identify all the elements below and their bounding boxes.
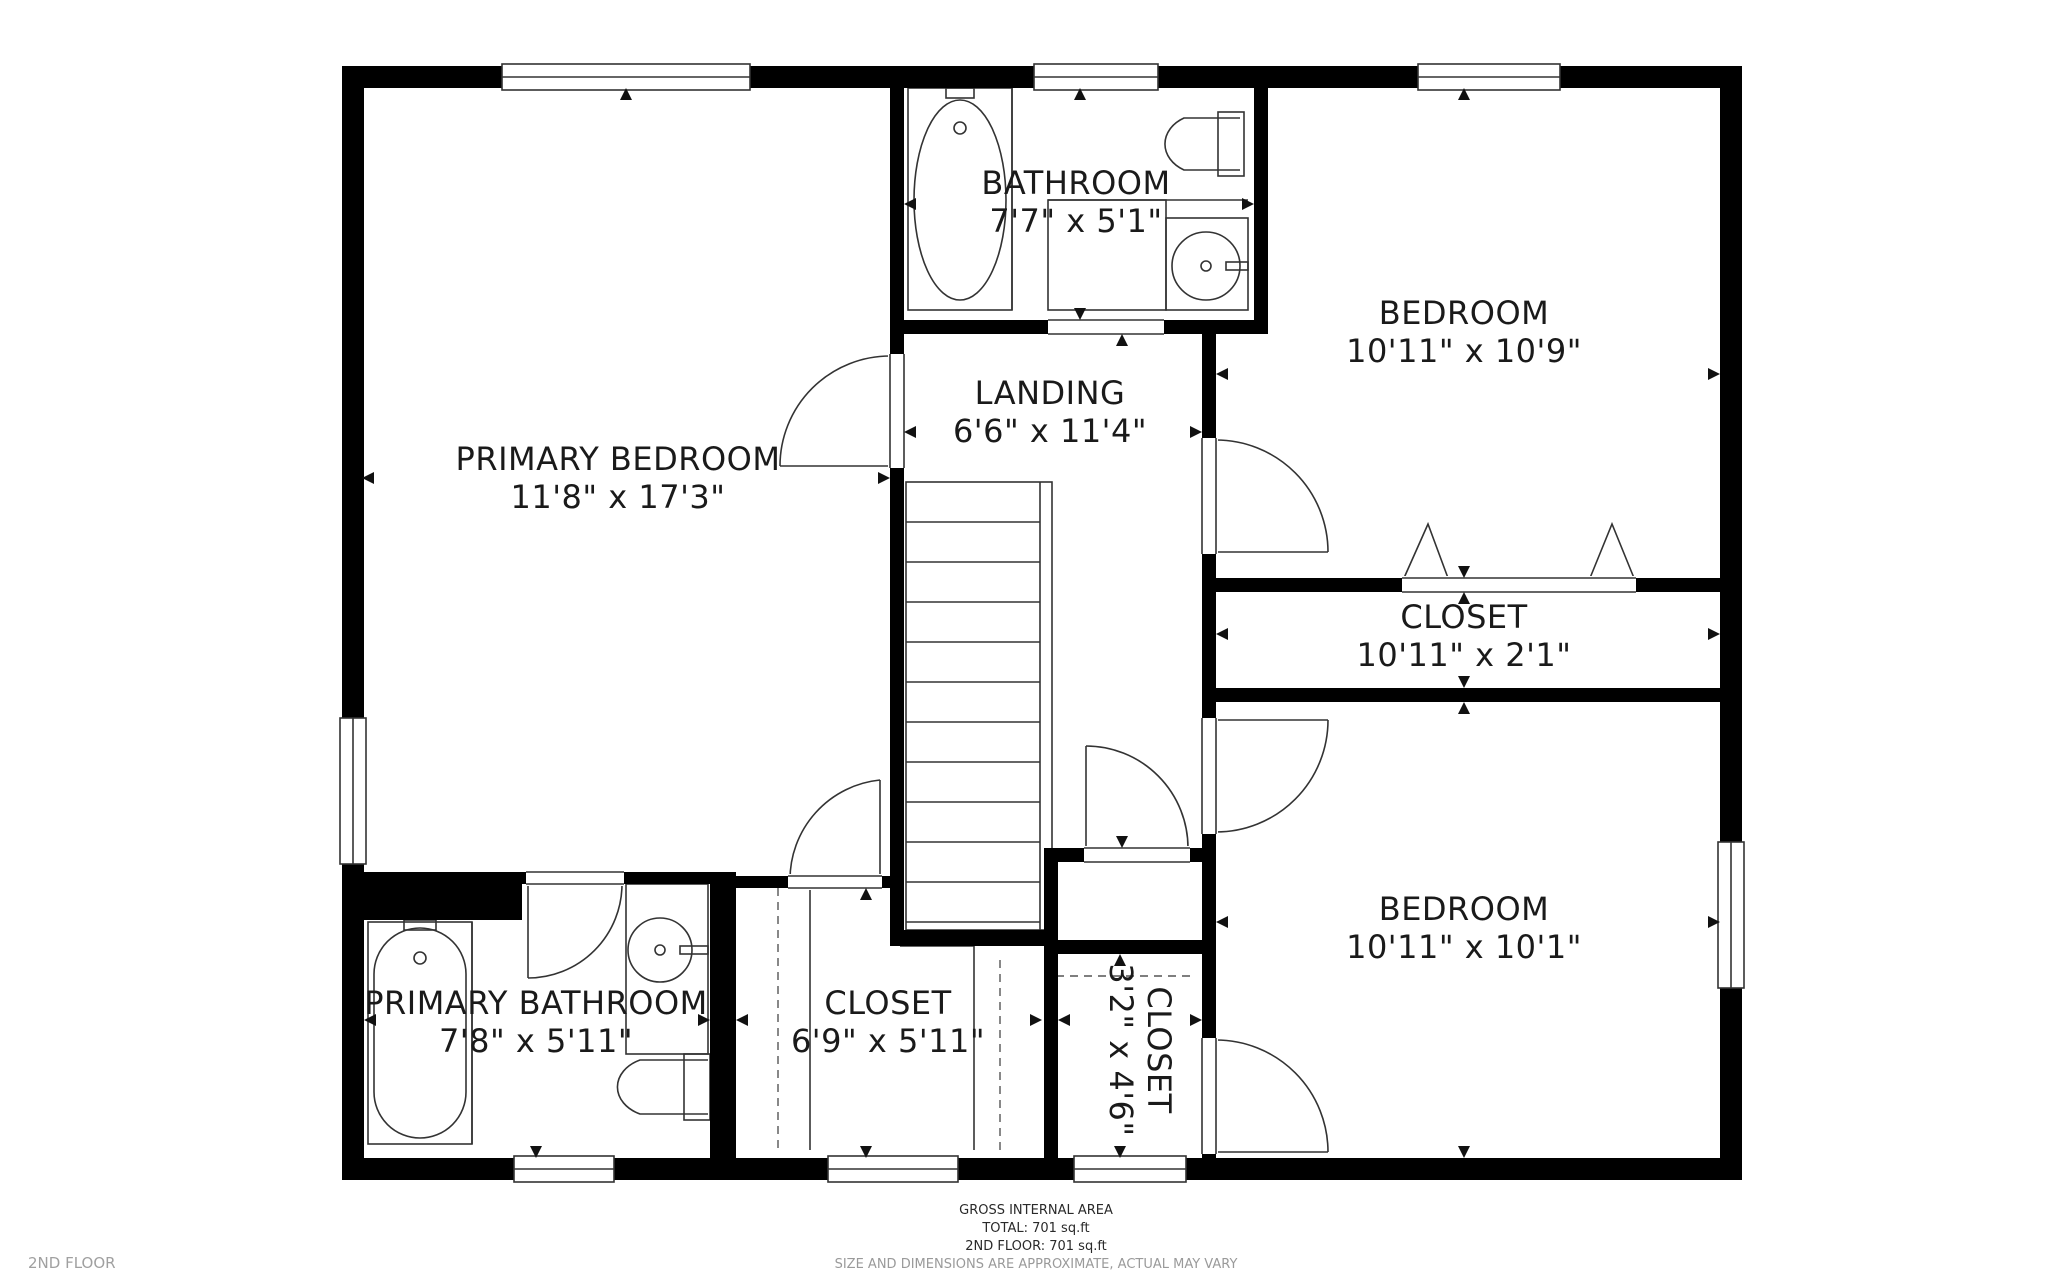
- dimension-arrow: [362, 472, 374, 484]
- room-dims-bedroom-upper: 10'11" x 10'9": [1346, 332, 1582, 370]
- dimension-arrow: [1458, 88, 1470, 100]
- dimension-arrow: [1216, 916, 1228, 928]
- area-total: TOTAL: 701 sq.ft: [981, 1221, 1089, 1236]
- windows: [339, 63, 1745, 1183]
- area-floor: 2ND FLOOR: 701 sq.ft: [965, 1239, 1107, 1254]
- dimension-arrow: [1242, 198, 1254, 210]
- room-label-primary-bedroom: PRIMARY BEDROOM: [456, 440, 781, 478]
- room-label-bedroom-lower: BEDROOM: [1379, 890, 1550, 928]
- dimension-arrow: [1216, 628, 1228, 640]
- dimension-arrow: [904, 426, 916, 438]
- dimension-arrow: [1030, 1014, 1042, 1026]
- dimension-arrow: [1458, 566, 1470, 578]
- room-label-bathroom: BATHROOM: [981, 164, 1170, 202]
- room-dims-bathroom: 7'7" x 5'1": [989, 202, 1162, 240]
- room-dims-closet-wide: 10'11" x 2'1": [1357, 636, 1572, 674]
- room-dims-closet-mid: 6'9" x 5'11": [791, 1022, 985, 1060]
- room-labels: PRIMARY BEDROOM 11'8" x 17'3" BATHROOM 7…: [364, 164, 1582, 1137]
- dimension-arrow: [904, 198, 916, 210]
- dimension-arrow: [1058, 1014, 1070, 1026]
- dimension-arrow: [1708, 916, 1720, 928]
- dimension-arrow: [860, 888, 872, 900]
- dimension-arrows: [362, 88, 1720, 1158]
- room-label-primary-bathroom: PRIMARY BATHROOM: [364, 984, 708, 1022]
- dimension-arrow: [1708, 628, 1720, 640]
- dimension-arrow: [620, 88, 632, 100]
- dimension-arrow: [1116, 836, 1128, 848]
- dimension-arrow: [878, 472, 890, 484]
- dimension-arrow: [1458, 702, 1470, 714]
- dimension-arrow: [698, 1014, 710, 1026]
- dimension-arrow: [364, 1014, 376, 1026]
- dimension-arrow: [1190, 426, 1202, 438]
- room-dims-landing: 6'6" x 11'4": [953, 412, 1147, 450]
- floor-label: 2ND FLOOR: [28, 1254, 116, 1272]
- dimension-arrow: [1216, 368, 1228, 380]
- dimension-arrow: [1074, 88, 1086, 100]
- area-summary: GROSS INTERNAL AREA TOTAL: 701 sq.ft 2ND…: [835, 1203, 1238, 1272]
- dimension-arrow: [1074, 308, 1086, 320]
- dimension-arrow: [1114, 954, 1126, 966]
- room-label-closet-wide: CLOSET: [1400, 598, 1527, 636]
- dimension-arrow: [530, 1146, 542, 1158]
- room-label-bedroom-upper: BEDROOM: [1379, 294, 1550, 332]
- dimension-arrow: [1190, 1014, 1202, 1026]
- dimension-arrow: [1458, 1146, 1470, 1158]
- dimension-arrow: [736, 1014, 748, 1026]
- door-openings: [526, 318, 1636, 1154]
- dimension-arrow: [860, 1146, 872, 1158]
- room-dims-primary-bedroom: 11'8" x 17'3": [511, 478, 726, 516]
- fixtures: [367, 87, 1635, 1150]
- dimension-arrow: [1116, 334, 1128, 346]
- room-dims-closet-small: 3'2" x 4'6": [1102, 963, 1140, 1136]
- dimension-arrow: [1458, 676, 1470, 688]
- room-dims-primary-bathroom: 7'8" x 5'11": [439, 1022, 633, 1060]
- room-label-closet-small: CLOSET: [1140, 986, 1178, 1113]
- room-dims-bedroom-lower: 10'11" x 10'1": [1346, 928, 1582, 966]
- room-label-closet-mid: CLOSET: [824, 984, 951, 1022]
- area-heading: GROSS INTERNAL AREA: [959, 1203, 1113, 1218]
- dimension-arrow: [1458, 592, 1470, 604]
- area-disclaimer: SIZE AND DIMENSIONS ARE APPROXIMATE, ACT…: [835, 1257, 1238, 1272]
- dimension-arrow: [1114, 1146, 1126, 1158]
- dimension-arrow: [1708, 368, 1720, 380]
- room-label-landing: LANDING: [975, 374, 1126, 412]
